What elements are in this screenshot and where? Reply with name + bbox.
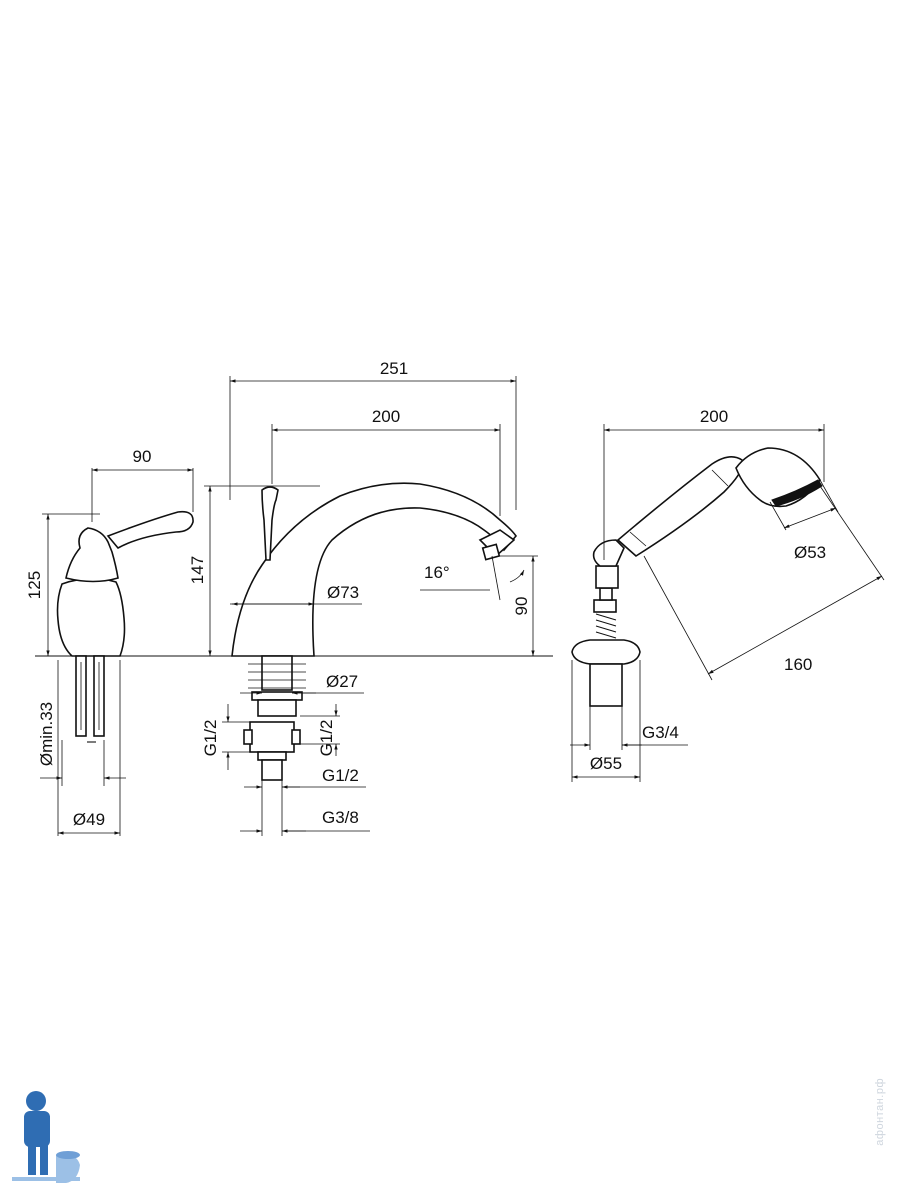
dim-lever-hole: Ømin.33 bbox=[37, 702, 126, 786]
dim-shower-base: Ø55 bbox=[571, 660, 641, 782]
dim-thread-right: G1/2 bbox=[300, 704, 340, 756]
dim-lever-base-text: Ø49 bbox=[73, 810, 105, 829]
lever-handle bbox=[56, 510, 194, 743]
dim-thread-bottom-text: G3/8 bbox=[322, 808, 359, 827]
dim-thread-lower-text: G1/2 bbox=[322, 766, 359, 785]
dim-lever-base: Ø49 bbox=[57, 660, 121, 836]
dim-spout-total: 251 bbox=[229, 359, 517, 510]
dim-shower-thread: G3/4 bbox=[570, 706, 688, 750]
dim-shower-head: Ø53 bbox=[769, 479, 839, 562]
hand-shower bbox=[571, 447, 823, 707]
dim-spout-outlet-height-text: 90 bbox=[512, 597, 531, 616]
dim-thread-bottom: G3/8 bbox=[240, 792, 370, 836]
dim-thread-left-text: G1/2 bbox=[201, 720, 220, 757]
plumber-mascot-logo bbox=[12, 1091, 80, 1183]
dim-spout-outlet-height: 90 bbox=[500, 555, 538, 656]
dim-shower-thread-text: G3/4 bbox=[642, 723, 679, 742]
dim-spout-reach: 200 bbox=[271, 407, 501, 516]
dim-spout-base: Ø73 bbox=[230, 583, 362, 606]
dim-shower-length: 200 bbox=[603, 407, 825, 560]
dim-lever-height: 125 bbox=[25, 513, 100, 656]
dim-spout-base-text: Ø73 bbox=[327, 583, 359, 602]
dim-lever-height-text: 125 bbox=[25, 571, 44, 599]
dim-thread-left: G1/2 bbox=[201, 704, 250, 770]
dim-shower-handle-text: 160 bbox=[784, 655, 812, 674]
dim-spout-shank: Ø27 bbox=[240, 672, 364, 695]
dim-lever-hole-text: Ømin.33 bbox=[37, 702, 56, 766]
dim-shower-head-text: Ø53 bbox=[794, 543, 826, 562]
dim-lever-width-text: 90 bbox=[133, 447, 152, 466]
dim-shower-handle: 160 bbox=[643, 485, 885, 681]
dim-thread-right-text: G1/2 bbox=[317, 720, 336, 757]
dim-shower-base-text: Ø55 bbox=[590, 754, 622, 773]
dim-shower-length-text: 200 bbox=[700, 407, 728, 426]
dim-spout-height-text: 147 bbox=[188, 556, 207, 584]
site-watermark: афонтан.рф bbox=[874, 1078, 892, 1188]
site-watermark-text: афонтан.рф bbox=[874, 1078, 886, 1146]
dim-spout-total-text: 251 bbox=[380, 359, 408, 378]
dim-spout-height: 147 bbox=[188, 485, 320, 656]
dim-spout-angle-text: 16° bbox=[424, 563, 450, 582]
dim-lever-width: 90 bbox=[91, 447, 194, 522]
dim-spout-reach-text: 200 bbox=[372, 407, 400, 426]
spout bbox=[231, 482, 518, 781]
dim-spout-angle: 16° bbox=[420, 555, 525, 601]
dim-thread-lower: G1/2 bbox=[244, 760, 366, 792]
dim-spout-shank-text: Ø27 bbox=[326, 672, 358, 691]
